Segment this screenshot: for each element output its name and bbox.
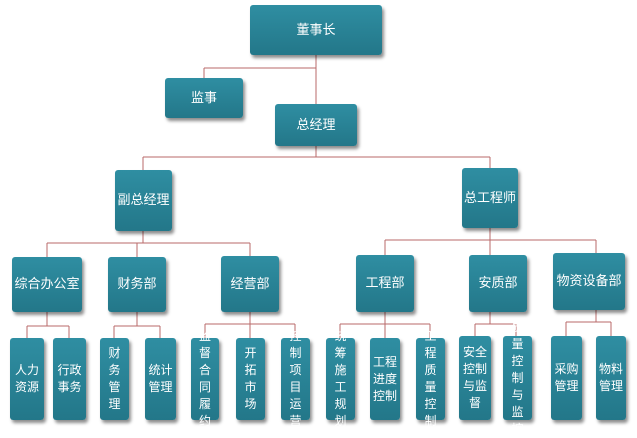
unit-label: 财务 管理 bbox=[108, 346, 121, 411]
unit-mat-materials: 物料 管理 bbox=[596, 336, 626, 420]
dept-safety-quality: 安质部 bbox=[469, 255, 527, 312]
unit-label: 统计 管理 bbox=[148, 363, 173, 394]
connector-deputy bbox=[46, 231, 251, 257]
unit-finance-mgmt: 财务 管理 bbox=[100, 338, 129, 420]
connector-engineering bbox=[339, 312, 431, 338]
unit-label: 监督 合同 履约 bbox=[198, 329, 211, 428]
unit-sq-quality: 质量 控制 与监 控 bbox=[503, 320, 532, 436]
dept-finance: 财务部 bbox=[108, 257, 166, 312]
unit-label: 工程 进度 控制 bbox=[373, 354, 398, 403]
connector-materials bbox=[565, 310, 612, 336]
unit-eng-quality: 工程 质量 控制 bbox=[416, 329, 445, 428]
unit-label: 质量 控制 与监 控 bbox=[511, 319, 524, 436]
unit-label: 行政 事务 bbox=[57, 363, 82, 394]
unit-business-contract: 监督 合同 履约 bbox=[191, 329, 219, 428]
unit-business-operation: 控制 项目 运营 bbox=[281, 329, 310, 428]
unit-office-hr: 人力 资源 bbox=[10, 338, 44, 420]
unit-label: 工程 质量 控制 bbox=[424, 329, 437, 428]
unit-label: 人力 资源 bbox=[14, 363, 39, 394]
unit-business-market: 开拓 市场 bbox=[236, 338, 265, 420]
dept-business: 经营部 bbox=[221, 256, 279, 312]
unit-label: 物料 管理 bbox=[599, 362, 624, 393]
general-manager-box: 总经理 bbox=[275, 104, 357, 146]
chairman-box: 董事长 bbox=[250, 5, 382, 55]
connector-chief bbox=[384, 228, 597, 255]
connector-business bbox=[204, 312, 296, 338]
dept-engineering: 工程部 bbox=[356, 255, 414, 312]
unit-label: 采购 管理 bbox=[554, 362, 579, 393]
dept-materials: 物资设备部 bbox=[553, 253, 625, 310]
unit-mat-purchase: 采购 管理 bbox=[551, 336, 582, 420]
connector-safety-quality bbox=[474, 312, 517, 336]
unit-eng-progress: 工程 进度 控制 bbox=[370, 338, 400, 420]
unit-label: 统筹 施工 规划 bbox=[334, 329, 347, 428]
deputy-gm-box: 副总经理 bbox=[115, 170, 172, 231]
supervisor-box: 监事 bbox=[165, 78, 243, 118]
connector-finance bbox=[113, 312, 161, 338]
unit-eng-planning: 统筹 施工 规划 bbox=[326, 329, 355, 428]
connector-chairman bbox=[203, 55, 317, 104]
unit-sq-safety: 安全 控制 与监 督 bbox=[459, 336, 491, 420]
unit-office-admin: 行政 事务 bbox=[53, 338, 86, 420]
unit-label: 控制 项目 运营 bbox=[289, 329, 302, 428]
chief-engineer-box: 总工程师 bbox=[462, 168, 518, 228]
unit-finance-stats: 统计 管理 bbox=[145, 338, 176, 420]
connector-gm bbox=[142, 146, 491, 170]
unit-label: 安全 控制 与监 督 bbox=[462, 345, 487, 410]
dept-office: 综合办公室 bbox=[12, 257, 82, 312]
unit-label: 开拓 市场 bbox=[244, 346, 257, 411]
connector-office bbox=[26, 312, 70, 338]
